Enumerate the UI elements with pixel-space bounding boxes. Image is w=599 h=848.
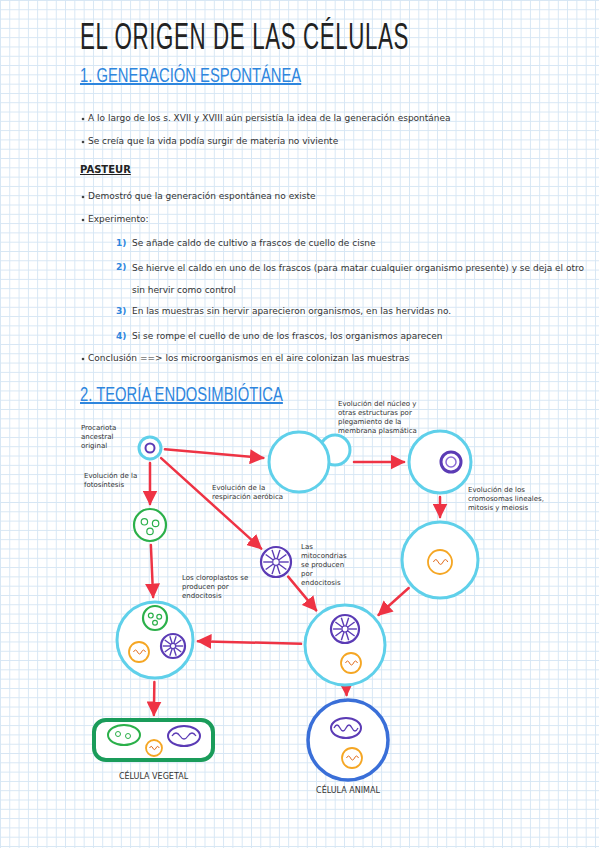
cell-outline (400, 520, 480, 600)
evolution-arrow (153, 682, 156, 715)
edge-label: Evolución de la respiración aeróbica (212, 484, 288, 502)
step-number: 3) (116, 305, 126, 318)
bullet-text: Conclusión ==> los microorganismos en el… (88, 352, 588, 365)
cell-outline (303, 603, 387, 687)
edge-label: Evolución de la fotosíntesis (84, 472, 140, 490)
subheading: PASTEUR (80, 164, 131, 175)
edge-label: Evolución del núcleo y otras estructuras… (338, 400, 434, 436)
cell-outline (92, 718, 215, 762)
cell-label: CÉLULA ANIMAL (296, 786, 400, 796)
page-title: EL ORIGEN DE LAS CÉLULAS (80, 16, 409, 58)
step-text: Se añade caldo de cultivo a frascos de c… (132, 237, 582, 250)
cell-outline (132, 507, 168, 543)
animal-cell: CÉLULA ANIMAL (306, 698, 390, 782)
evolution-arrow (149, 463, 152, 504)
evolution-arrow (161, 458, 261, 549)
evolution-arrow (151, 545, 153, 597)
ancestral-prokaryote: Procariota ancestral original (137, 435, 163, 461)
cell-outline (266, 430, 352, 494)
bullet-dot (82, 118, 85, 361)
cell-label: CÉLULA VEGETAL (86, 772, 221, 782)
cell-with-mitochondria (303, 603, 387, 687)
section-heading: 1. GENERACIÓN ESPONTÁNEA (80, 64, 301, 87)
cell-outline (137, 435, 163, 461)
evolution-arrow (379, 588, 409, 615)
section-heading: 2. TEORÍA ENDOSIMBIÓTICA (80, 383, 283, 406)
eukaryote-cell (400, 520, 480, 600)
step-number: 4) (116, 330, 126, 343)
evolution-arrow (165, 449, 263, 458)
cell-outline (407, 429, 473, 495)
bullet-text: Experimento: (88, 213, 388, 226)
cell-label: Las mitocondrias se producen por endocit… (301, 543, 353, 588)
aerobic-bacterium: Las mitocondrias se producen por endocit… (259, 545, 293, 579)
step-number: 2) (116, 261, 126, 274)
budding-cell (266, 430, 352, 494)
cell-label: Procariota ancestral original (81, 424, 131, 451)
plant-cell: CÉLULA VEGETAL (92, 718, 215, 762)
evolution-arrow (354, 461, 404, 464)
bullet-text: Se creía que la vida podía surgir de mat… (88, 135, 588, 148)
cell-outline (259, 545, 293, 579)
cell-outline (306, 698, 390, 782)
edge-label: Evolución de los cromosomas lineales, mi… (468, 486, 548, 513)
evolution-arrow (198, 641, 301, 644)
bullet-text: Demostró que la generación espontánea no… (88, 190, 588, 203)
nucleated-cell (407, 429, 473, 495)
cell-outline (115, 600, 195, 680)
step-text: Si se rompe el cuello de uno de los fras… (132, 330, 582, 343)
evolution-arrow (439, 497, 442, 517)
cyanobacterium (132, 507, 168, 543)
cell-with-chloroplasts (115, 600, 195, 680)
bullet-text: A lo largo de los s. XVII y XVIII aún pe… (88, 112, 588, 125)
step-number: 1) (116, 237, 126, 250)
evolution-arrow (345, 689, 348, 695)
step-text: En las muestras sin hervir aparecieron o… (132, 305, 582, 318)
edge-label: Los cloroplastos se producen por endocit… (182, 574, 264, 601)
step-text: Se hierve el caldo en uno de los frascos… (132, 257, 584, 301)
